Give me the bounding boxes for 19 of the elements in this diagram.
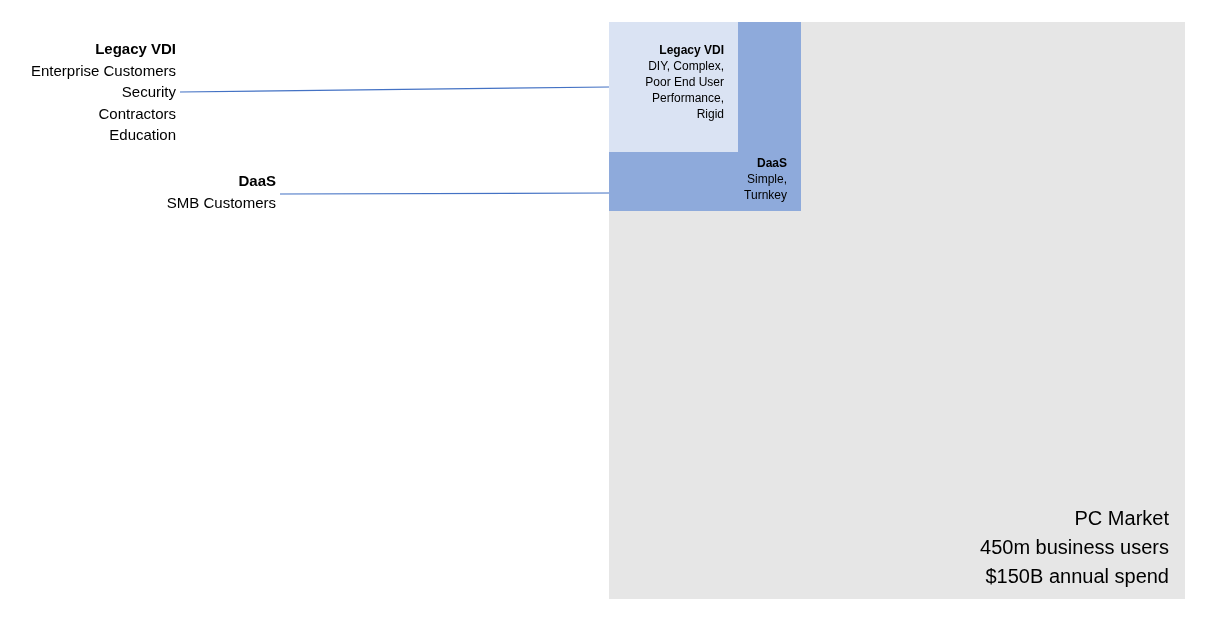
- description-text: $150B annual spend: [985, 564, 1169, 589]
- description-text: PC Market: [1074, 506, 1169, 531]
- description-text: Enterprise Customers: [30, 60, 176, 81]
- heading-text: DaaS: [238, 171, 276, 191]
- market-area: [609, 22, 1185, 599]
- description-text: Security: [121, 82, 176, 102]
- description-text: SMB Customers: [166, 192, 276, 213]
- heading-text: Legacy VDI: [95, 39, 176, 59]
- leader-line: [179, 86, 610, 93]
- description-text: Simple, Turnkey: [743, 171, 787, 203]
- leader-line: [279, 192, 610, 195]
- description-text: 450m business users: [980, 535, 1169, 560]
- segment-area: [609, 22, 738, 152]
- description-text: DIY, Complex, Poor End User Performance, Rigid: [644, 58, 724, 122]
- description-text: Education: [109, 125, 176, 145]
- heading-text: Legacy VDI: [659, 42, 724, 58]
- segment-area: [609, 22, 801, 211]
- description-text: Contractors: [98, 103, 176, 124]
- heading-text: DaaS: [756, 155, 787, 171]
